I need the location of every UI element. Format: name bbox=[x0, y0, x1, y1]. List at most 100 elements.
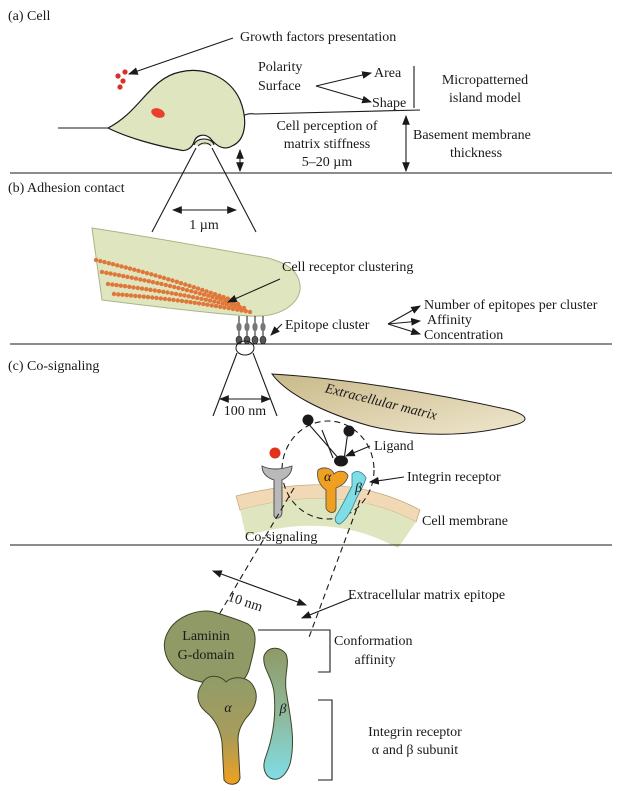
alpha-subunit-detail bbox=[197, 675, 257, 785]
laminin-line1: Laminin bbox=[182, 629, 229, 644]
receptor-dot bbox=[190, 295, 196, 300]
epitope-cluster-arrow bbox=[270, 323, 283, 336]
zoom-line-right-a bbox=[211, 147, 257, 233]
receptor-dot bbox=[204, 289, 209, 294]
receptor-dot bbox=[124, 292, 129, 298]
beta-label-detail: β bbox=[279, 702, 287, 717]
receptor-clustering-label: Cell receptor clustering bbox=[282, 260, 413, 275]
receptor-dot bbox=[208, 290, 213, 295]
receptor-dot bbox=[180, 286, 185, 292]
extracellular-matrix-shape bbox=[270, 373, 526, 435]
laminin-line2: G-domain bbox=[178, 648, 235, 663]
cell-body bbox=[106, 69, 246, 152]
receptor-dot bbox=[142, 278, 147, 283]
growth-factors-arrow bbox=[127, 37, 234, 75]
integrin-receptor-label: Integrin receptor bbox=[407, 470, 501, 485]
zoom-line-left-b bbox=[212, 352, 238, 417]
receptor-dot bbox=[247, 309, 253, 315]
receptor-dot bbox=[207, 298, 213, 303]
receptor-dot bbox=[121, 273, 126, 279]
ligand-label: Ligand bbox=[374, 439, 414, 454]
receptor-dot bbox=[119, 264, 124, 269]
receptor-dot bbox=[203, 297, 208, 302]
receptor-dot bbox=[128, 293, 134, 298]
receptor-dot bbox=[148, 287, 153, 292]
receptor-dot bbox=[110, 262, 116, 267]
receptor-dot bbox=[167, 297, 172, 302]
epitope-cluster-label: Epitope cluster bbox=[285, 318, 370, 333]
cell-membrane-label: Cell membrane bbox=[422, 514, 508, 529]
receptor-dot bbox=[223, 298, 228, 303]
receptor-dot bbox=[129, 275, 134, 280]
receptor-dot bbox=[230, 306, 236, 312]
receptor-dot bbox=[99, 269, 105, 275]
receptor-dot bbox=[182, 293, 187, 298]
receptor-dot bbox=[161, 289, 166, 294]
conformation-line2: affinity bbox=[355, 653, 396, 668]
ligand-tether-3 bbox=[321, 429, 334, 459]
receptor-dot bbox=[157, 274, 162, 279]
receptor-dot bbox=[111, 291, 117, 297]
perception-line3: 5–20 µm bbox=[302, 155, 353, 170]
receptor-dot bbox=[159, 281, 164, 287]
cell-nucleus bbox=[151, 108, 165, 118]
receptor-dot bbox=[133, 276, 139, 281]
ecm-epitope-arrow bbox=[300, 597, 353, 619]
basement-line2: thickness bbox=[450, 146, 502, 161]
receptor-dot bbox=[162, 296, 168, 302]
zoom-dash-right bbox=[307, 499, 361, 641]
receptor-dot bbox=[145, 294, 151, 300]
receptor-dot bbox=[116, 273, 122, 278]
receptor-dot bbox=[218, 304, 223, 309]
affinity-arrow bbox=[387, 317, 422, 326]
co-signaling-label: Co-signaling bbox=[245, 530, 317, 545]
receptor-clustering-arrow bbox=[226, 278, 281, 303]
receptor-dot bbox=[233, 303, 238, 309]
scale-100nm-label: 100 nm bbox=[224, 404, 267, 419]
basement-line1: Basement membrane bbox=[413, 128, 531, 143]
receptor-dot bbox=[144, 271, 150, 276]
receptor-dot bbox=[120, 292, 125, 297]
surface-label: Surface bbox=[258, 79, 301, 94]
receptor-dot bbox=[229, 303, 234, 308]
receptor-dot bbox=[195, 286, 201, 291]
laminin-g-domain bbox=[163, 610, 256, 688]
alpha-label-c: α bbox=[324, 470, 332, 485]
receptor-dot bbox=[153, 273, 158, 278]
receptor-dot bbox=[163, 282, 168, 288]
receptor-dot bbox=[200, 287, 205, 293]
receptor-dot bbox=[165, 290, 170, 295]
receptor-dot bbox=[106, 261, 112, 266]
growth-factors-label: Growth factors presentation bbox=[240, 30, 396, 45]
receptor-dot bbox=[146, 279, 151, 284]
ecm-epitope-label: Extracellular matrix epitope bbox=[348, 588, 505, 603]
beta-subunit-detail bbox=[263, 647, 294, 780]
receptor-dot bbox=[123, 265, 128, 270]
conformation-line1: Conformation bbox=[334, 634, 413, 649]
ligand-ball bbox=[334, 455, 348, 467]
section-cosignaling: (c) Co-signaling Extracellular matrix α … bbox=[8, 359, 612, 548]
receptor-dot bbox=[141, 294, 146, 299]
receptor-dot bbox=[214, 295, 219, 301]
receptor-dot bbox=[149, 272, 154, 277]
affinity-label: Affinity bbox=[427, 313, 472, 328]
integrin-arrow bbox=[368, 476, 405, 485]
receptor-dot bbox=[209, 303, 214, 308]
receptor-dot bbox=[115, 263, 120, 268]
perception-line1: Cell perception of bbox=[276, 119, 377, 134]
ligand-arrow bbox=[344, 445, 371, 457]
receptor-dot bbox=[176, 285, 181, 291]
receptor-dot bbox=[122, 284, 128, 289]
scale-10nm-label: 10 nm bbox=[226, 590, 264, 615]
receptor-dot bbox=[150, 295, 155, 300]
receptor-dot bbox=[114, 282, 119, 288]
receptor-dot bbox=[132, 267, 137, 272]
section-cell: (a) Cell Growth factors presentation 1 µ… bbox=[8, 9, 612, 233]
receptor-dot bbox=[235, 307, 240, 312]
zoom-line-right-b bbox=[252, 352, 278, 417]
receptor-dot bbox=[155, 280, 160, 286]
receptor-dot bbox=[138, 277, 143, 282]
receptor-dot bbox=[116, 292, 121, 297]
section-c-heading: (c) Co-signaling bbox=[8, 359, 99, 374]
alpha-subunit bbox=[317, 467, 349, 513]
